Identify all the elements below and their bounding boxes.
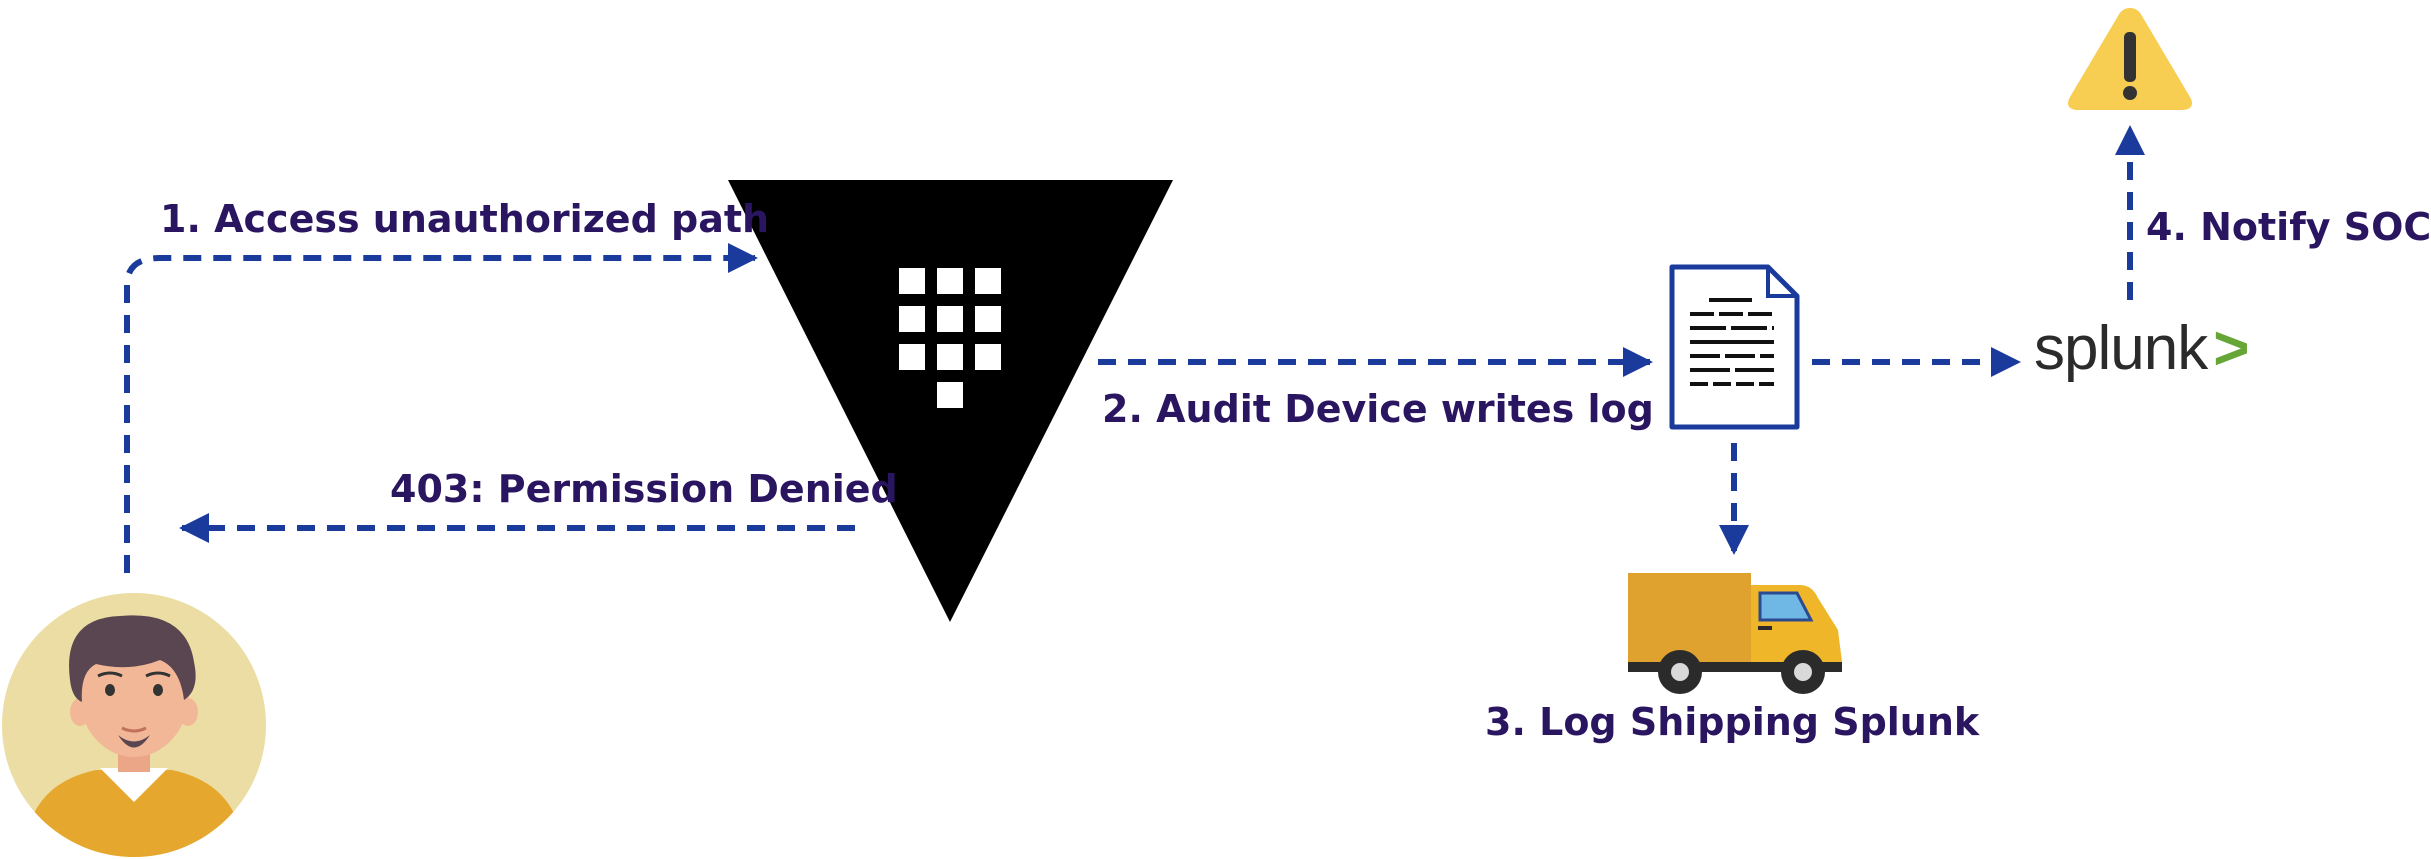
step-3-label: 3. Log Shipping Splunk <box>1485 700 1980 744</box>
step-1-label: 1. Access unauthorized path <box>160 197 770 241</box>
splunk-logo: splunk> <box>2034 318 2249 380</box>
splunk-chevron-icon: > <box>2213 314 2249 383</box>
user-avatar-icon <box>2 593 266 857</box>
permission-denied-label: 403: Permission Denied <box>390 467 898 511</box>
delivery-truck-icon <box>1628 573 1842 694</box>
vault-logo-icon <box>728 180 1173 622</box>
log-document-icon <box>1669 264 1800 430</box>
warning-icon <box>2068 8 2192 110</box>
splunk-logo-text: splunk <box>2034 314 2208 383</box>
arrow-access <box>124 243 758 573</box>
step-4-label: 4. Notify SOC <box>2146 205 2431 249</box>
step-2-label: 2. Audit Device writes log <box>1102 387 1654 431</box>
